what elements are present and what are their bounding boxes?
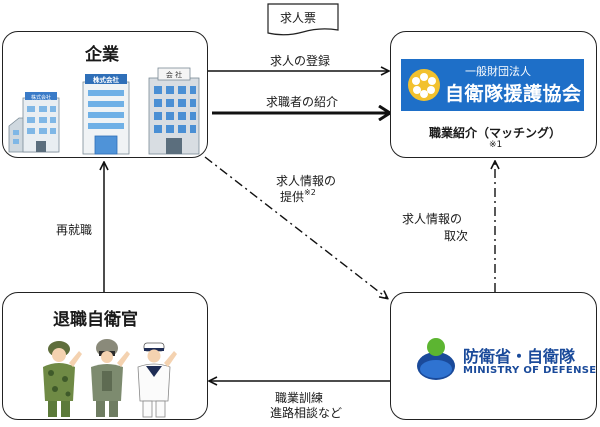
arrow-info-provide — [204, 156, 387, 298]
building-left-sign: 株式会社 — [31, 94, 51, 101]
association-logo-small-text: 一般財団法人 — [465, 65, 531, 78]
label-info-provide-text: 提供 — [280, 190, 305, 204]
building-right-sign: 会 社 — [166, 70, 182, 79]
label-introduce: 求職者の紹介 — [266, 95, 339, 109]
sailor-icon — [137, 342, 177, 418]
label-register: 求人の登録 — [270, 54, 331, 68]
label-info-provide-line2: 提供※2 — [280, 188, 316, 205]
label-reemploy: 再就職 — [56, 223, 93, 237]
company-title: 企業 — [85, 45, 119, 65]
association-note: ※1 — [489, 140, 503, 150]
building-center-sign: 株式会社 — [93, 75, 120, 84]
association-emblem-icon — [408, 69, 440, 101]
label-info-relay-line1: 求人情報の — [402, 212, 463, 226]
label-info-provide-line1: 求人情報の — [276, 174, 337, 188]
association-logo-large-text: 自衛隊援護協会 — [445, 83, 582, 105]
label-training-line1: 職業訓練 — [275, 391, 324, 405]
document-label: 求人票 — [280, 11, 317, 25]
building-right-icon: 会 社 — [148, 67, 200, 155]
uniformed-personnel-illustration — [43, 339, 177, 418]
label-info-provide-note: ※2 — [304, 188, 316, 197]
retiree-node: 退職自衛官 — [2, 292, 208, 420]
retiree-title: 退職自衛官 — [53, 310, 138, 330]
mod-name-jp: 防衛省・自衛隊 — [463, 347, 576, 366]
association-node: 一般財団法人 自衛隊援護協会 職業紹介（マッチング） ※1 — [390, 31, 597, 158]
building-center-icon: 株式会社 — [82, 74, 130, 155]
company-buildings-illustration: 株式会社 株式会社 会 社 — [8, 67, 200, 155]
company-node: 企業 株式会社 株式会社 — [2, 31, 208, 158]
association-caption: 職業紹介（マッチング） — [429, 126, 562, 140]
mod-node: 防衛省・自衛隊 MINISTRY OF DEFENSE — [390, 292, 597, 420]
label-info-relay-line2: 取次 — [444, 229, 469, 243]
label-training-line2: 進路相談など — [270, 406, 343, 420]
ground-soldier-icon — [43, 341, 82, 417]
building-left-icon: 株式会社 — [8, 92, 60, 153]
mod-emblem-icon — [417, 338, 455, 380]
air-crew-icon — [91, 339, 130, 417]
association-logo: 一般財団法人 自衛隊援護協会 — [401, 59, 584, 111]
mod-name-en: MINISTRY OF DEFENSE — [463, 365, 597, 376]
